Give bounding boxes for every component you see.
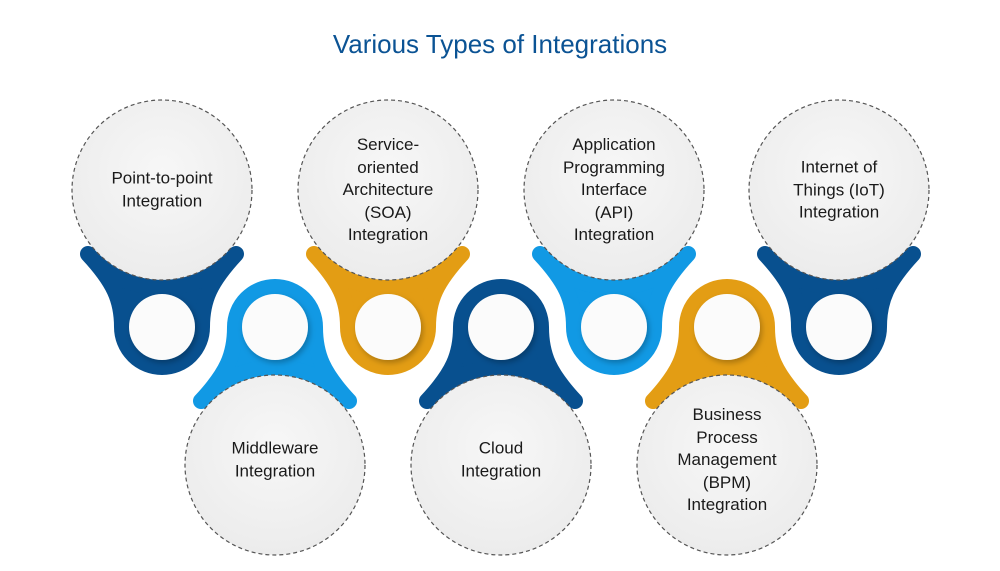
connector-hub-circle [806, 294, 872, 360]
node-circle [523, 99, 705, 281]
node-label-line: Management [677, 449, 777, 469]
node-label-line: (BPM) [702, 472, 752, 492]
node-label-line: Process [696, 427, 758, 447]
connector-hub-circle [355, 294, 421, 360]
node-label-line: Cloud [478, 438, 524, 458]
node-label-line: Integration [798, 202, 880, 222]
node-label-line: oriented [357, 157, 419, 177]
connector-hub-circle [468, 294, 534, 360]
node-label-line: Integration [121, 191, 203, 210]
node-label-line: Integration [347, 224, 429, 244]
node-circle [297, 99, 479, 281]
connector-hub-circle [242, 294, 308, 360]
node-label-line: Things (IoT) [793, 179, 885, 199]
node-label-line: Programming [562, 157, 666, 177]
node-label-line: Application [572, 134, 656, 154]
node-label-line: Service- [356, 134, 420, 154]
node-label-line: (SOA) [364, 202, 412, 222]
node-label-line: Integration [234, 461, 316, 480]
node-label-line: Integration [573, 224, 655, 244]
node-circle [636, 374, 818, 556]
node-label-line: Business [692, 404, 762, 424]
diagram-title: Various Types of Integrations [332, 29, 668, 59]
node-label-line: Integration [686, 494, 768, 514]
node-label-line: Architecture [342, 179, 434, 199]
connector-hub-circle [694, 294, 760, 360]
node-label-line: Integration [460, 461, 542, 480]
node-label-line: Middleware [231, 438, 319, 458]
node-label-line: Point-to-point [111, 168, 213, 188]
node-circle [71, 99, 253, 281]
node-label-line: (API) [594, 202, 634, 222]
node-circle [748, 99, 930, 281]
node-circle [184, 374, 366, 556]
node-label-line: Internet of [800, 157, 878, 177]
connector-hub-circle [129, 294, 195, 360]
node-label-line: Interface [580, 179, 648, 199]
node-circle [410, 374, 592, 556]
connector-hub-circle [581, 294, 647, 360]
